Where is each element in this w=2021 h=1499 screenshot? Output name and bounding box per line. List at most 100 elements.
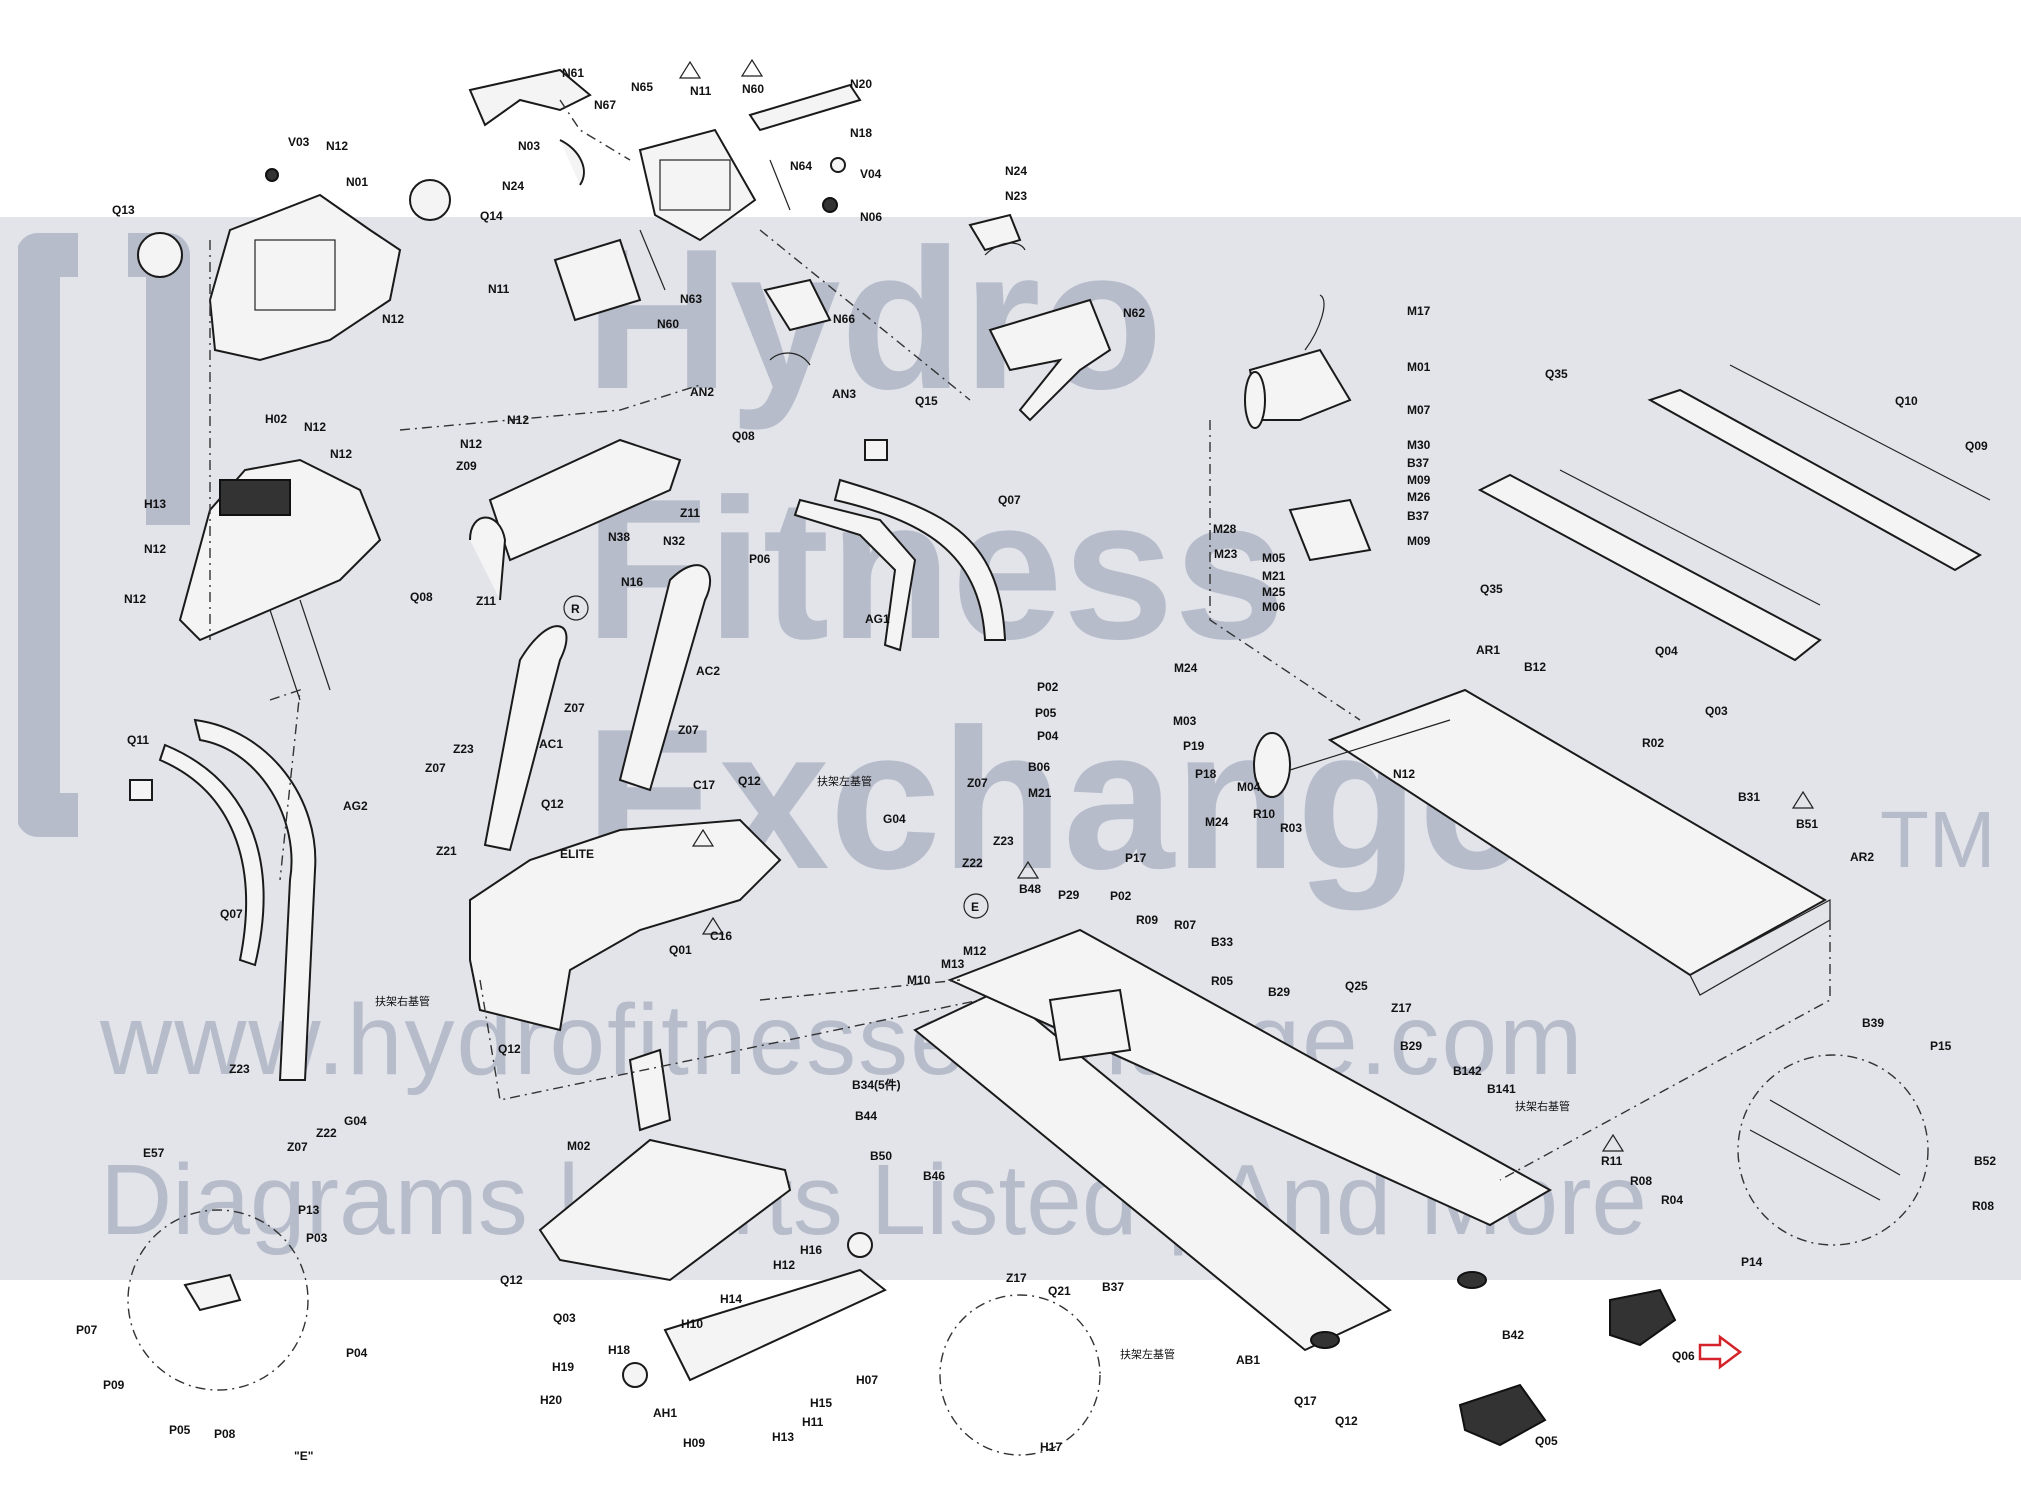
part-q35: [1559, 469, 1821, 606]
part-n62-bracket: [988, 298, 1112, 422]
label-b29-b: B29: [1400, 1039, 1422, 1053]
label-z07-a: Z07: [425, 761, 446, 775]
part-q11: [129, 779, 153, 801]
label-p15: P15: [1930, 1039, 1952, 1053]
label-m24-b: M24: [1205, 815, 1229, 829]
part-n61: [468, 68, 592, 127]
label-p13: P13: [298, 1203, 320, 1217]
label-r08-a: R08: [1972, 1199, 1994, 1213]
label-q12-d: Q12: [500, 1273, 523, 1287]
label-z21: Z21: [436, 844, 457, 858]
label-h13: H13: [144, 497, 166, 511]
part-q10: [1647, 388, 1983, 572]
warning-triangles: [678, 58, 1815, 1152]
label-n06: N06: [860, 210, 882, 224]
label-n12-f: N12: [124, 592, 146, 606]
console-housing-h02: [178, 458, 382, 701]
label-q06: Q06: [1672, 1349, 1695, 1363]
label-m23: M23: [1214, 547, 1238, 561]
label-z07-c: Z07: [678, 723, 699, 737]
label-q07-a: Q07: [998, 493, 1021, 507]
label-n24-b: N24: [1005, 164, 1027, 178]
part-n67-console: [638, 128, 757, 242]
warning-triangle-icon: [1016, 860, 1040, 879]
part-m02: [628, 1048, 672, 1132]
label-p02-b: P02: [1110, 889, 1132, 903]
label-ah1: AH1: [653, 1406, 677, 1420]
label-n12-g: N12: [460, 437, 482, 451]
label-n60-b: N60: [657, 317, 679, 331]
label-b37-b: B37: [1407, 509, 1429, 523]
label-m02: M02: [567, 1139, 591, 1153]
label-r11: R11: [1601, 1154, 1623, 1168]
marker-circle-r: [563, 595, 589, 621]
label-h15: H15: [810, 1396, 832, 1410]
label-q15: Q15: [915, 394, 938, 408]
label-h17: H17: [1040, 1440, 1062, 1454]
label-z17-a: Z17: [1391, 1001, 1412, 1015]
part-q14: [409, 179, 451, 221]
marker-e: E: [971, 900, 979, 914]
label-cn-4: 扶架左基管: [1120, 1347, 1175, 1361]
marker-circle-e: [963, 893, 989, 919]
label-r07: R07: [1174, 918, 1196, 932]
label-b39: B39: [1862, 1016, 1884, 1030]
label-n12-h: N12: [507, 413, 529, 427]
label-m24-a: M24: [1174, 661, 1198, 675]
label-m26: M26: [1407, 490, 1431, 504]
label-g04-b: G04: [344, 1114, 367, 1128]
warning-triangle-icon: [1601, 1133, 1625, 1152]
label-h14: H14: [720, 1292, 742, 1306]
label-ab1: AB1: [1236, 1353, 1260, 1367]
label-z11-b: Z11: [476, 594, 496, 608]
part-n64: [769, 159, 791, 211]
label-n12-b: N12: [382, 312, 404, 326]
label-p06: P06: [749, 552, 771, 566]
part-ag2: [193, 718, 317, 1081]
label-m21-b: M21: [1028, 786, 1052, 800]
part-n24-b: [968, 213, 1022, 252]
label-m13: M13: [941, 957, 965, 971]
label-b12: B12: [1524, 660, 1546, 674]
label-q09: Q09: [1965, 439, 1988, 453]
part-ac1: [483, 625, 568, 852]
label-p05-b: P05: [169, 1423, 191, 1437]
label-q08-b: Q08: [410, 590, 433, 604]
label-z22-a: Z22: [962, 856, 983, 870]
label-ac2: AC2: [696, 664, 720, 678]
label-r10: R10: [1253, 807, 1275, 821]
label-z22-b: Z22: [316, 1126, 337, 1140]
part-m17-cable: [1304, 294, 1325, 351]
motor-cover-q01: ELITE: [469, 818, 782, 1032]
console-cover-group: [468, 68, 1112, 422]
label-v03: V03: [288, 135, 310, 149]
label-m12: M12: [963, 944, 987, 958]
brand-elite: ELITE: [560, 847, 594, 861]
marker-r: R: [571, 602, 580, 616]
label-h18: H18: [608, 1343, 630, 1357]
label-q35-a: Q35: [1545, 367, 1568, 381]
label-z17-b: Z17: [1006, 1271, 1027, 1285]
part-q13: [137, 232, 183, 278]
label-n65: N65: [631, 80, 653, 94]
label-m25: M25: [1262, 585, 1286, 599]
part-n66: [763, 278, 832, 332]
label-n62: N62: [1123, 306, 1145, 320]
handle-loop-left: [469, 516, 507, 601]
part-n03-spring: [559, 139, 585, 186]
label-an3: AN3: [832, 387, 856, 401]
label-n01: N01: [346, 175, 368, 189]
label-n11-b: N11: [488, 282, 510, 296]
label-q07-b: Q07: [220, 907, 243, 921]
label-h16: H16: [800, 1243, 822, 1257]
label-p05-a: P05: [1035, 706, 1057, 720]
label-b29-a: B29: [1268, 985, 1290, 999]
label-m09-a: M09: [1407, 473, 1431, 487]
label-b34: B34(5件): [852, 1077, 901, 1092]
part-q04: [1477, 473, 1822, 662]
label-b06: B06: [1028, 760, 1050, 774]
label-g04-a: G04: [883, 812, 906, 826]
label-ac1: AC1: [539, 737, 563, 751]
label-n11: N11: [690, 84, 712, 98]
part-h16-wheel: [847, 1232, 873, 1258]
